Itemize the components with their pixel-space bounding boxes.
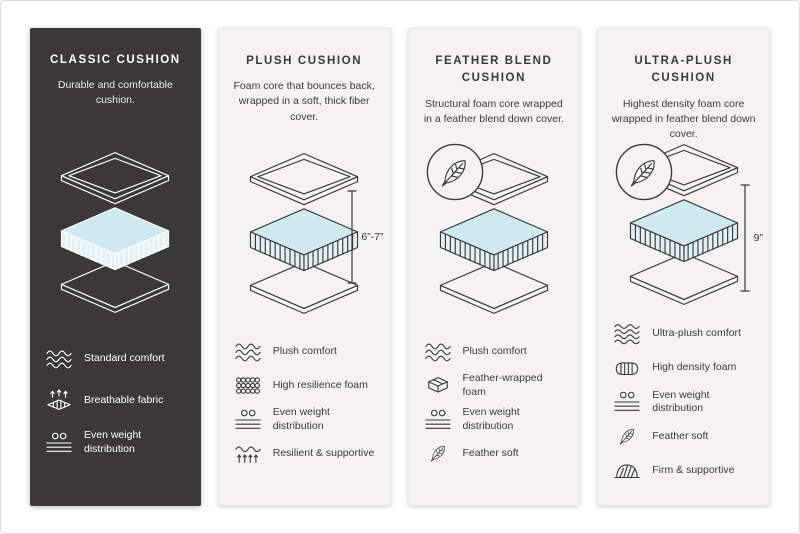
even-weight-distribution-icon <box>424 409 451 429</box>
card-feather-blend-cushion: FEATHER BLEND CUSHION Structural foam co… <box>407 28 581 506</box>
feather-icon <box>430 445 445 462</box>
card-description: Structural foam core wrapped in a feathe… <box>423 97 564 125</box>
card-ultra-plush-cushion: ULTRA-PLUSH CUSHION Highest density foam… <box>597 28 770 506</box>
feature-row: Feather-wrapped foam <box>422 372 567 399</box>
feature-row: Even weight distribution <box>611 389 756 416</box>
cushion-illustration: 9” <box>611 141 763 308</box>
feature-label: Standard comfort <box>84 351 165 364</box>
feature-label: High resilience foam <box>272 378 368 391</box>
feature-label: Even weight distribution <box>84 429 142 455</box>
feature-label: Resilient & supportive <box>272 446 375 459</box>
feature-row: Plush comfort <box>422 338 567 365</box>
card-header: FEATHER BLEND CUSHION Structural foam co… <box>422 53 567 141</box>
feature-label: Breathable fabric <box>84 393 164 406</box>
dimension-label: 6”-7” <box>361 231 384 243</box>
card-title: PLUSH CUSHION <box>246 55 363 67</box>
feature-label: Plush comfort <box>462 344 527 357</box>
card-title: FEATHER BLEND CUSHION <box>435 55 553 85</box>
feather-icon <box>619 428 635 445</box>
feature-list: Ultra-plush comfort High density foam Ev… <box>611 314 756 491</box>
card-classic-cushion: CLASSIC CUSHION Durable and comfortable … <box>30 28 201 506</box>
feature-label: Feather-wrapped foam <box>462 372 543 398</box>
waves-icon <box>424 343 451 361</box>
card-header: ULTRA-PLUSH CUSHION Highest density foam… <box>611 53 756 141</box>
card-description: Foam core that bounces back, wrapped in … <box>233 80 375 123</box>
feature-row: Even weight distribution <box>422 406 567 433</box>
feature-label: Firm & supportive <box>652 463 735 476</box>
feature-label: Ultra-plush comfort <box>652 327 741 340</box>
ultra-waves-icon <box>614 324 640 345</box>
cushion-illustration <box>43 140 188 324</box>
card-title: ULTRA-PLUSH CUSHION <box>634 55 733 85</box>
feature-label: Plush comfort <box>272 344 337 357</box>
resilient-supportive-icon <box>235 446 261 463</box>
card-description: Highest density foam core wrapped in fea… <box>611 97 756 140</box>
card-description: Durable and comfortable cushion. <box>57 79 173 107</box>
feather-detail-badge <box>426 143 483 201</box>
feature-row: Even weight distribution <box>232 406 377 433</box>
feature-label: Feather soft <box>462 447 519 460</box>
feature-row: Plush comfort <box>232 338 377 365</box>
card-header: PLUSH CUSHION Foam core that bounces bac… <box>232 53 377 141</box>
feature-row: Feather soft <box>611 423 756 450</box>
feature-row: Resilient & supportive <box>232 440 377 467</box>
feature-label: Even weight distribution <box>272 406 330 432</box>
height-dimension: 9” <box>739 183 763 293</box>
layered-cushion-illustration <box>61 151 170 313</box>
high-density-foam-icon <box>616 362 639 376</box>
card-plush-cushion: PLUSH CUSHION Foam core that bounces bac… <box>217 28 391 506</box>
feature-list: Plush comfort Feather-wrapped foam Even … <box>422 331 567 475</box>
feature-row: Feather soft <box>422 441 567 468</box>
feature-label: Even weight distribution <box>462 406 520 432</box>
layered-cushion-illustration <box>439 152 548 314</box>
feature-row: High density foam <box>611 355 756 382</box>
feature-row: Firm & supportive <box>611 457 756 484</box>
feature-row: Even weight distribution <box>43 429 188 456</box>
feature-row: Ultra-plush comfort <box>611 321 756 348</box>
layered-cushion-illustration <box>250 152 359 314</box>
feature-list: Plush comfort High resilience foam Even … <box>232 331 377 474</box>
cushion-illustration <box>422 141 567 325</box>
feature-row: Standard comfort <box>43 345 188 372</box>
feature-label: Even weight distribution <box>652 388 710 415</box>
feather-detail-badge <box>615 143 673 201</box>
waves-icon <box>235 343 261 361</box>
waves-icon <box>46 350 72 368</box>
feature-row: High resilience foam <box>232 372 377 399</box>
card-header: CLASSIC CUSHION Durable and comfortable … <box>43 52 188 140</box>
high-resilience-foam-icon <box>235 376 260 394</box>
even-weight-distribution-icon <box>235 409 261 429</box>
breathable-fabric-icon <box>47 388 71 410</box>
feature-label: High density foam <box>652 361 737 374</box>
even-weight-distribution-icon <box>614 392 640 412</box>
card-title: CLASSIC CUSHION <box>50 54 181 66</box>
height-dimension: 6”-7” <box>346 189 384 285</box>
feather-wrapped-foam-icon <box>427 376 448 393</box>
dimension-label: 9” <box>753 232 763 244</box>
dimension-line <box>347 190 357 284</box>
feature-row: Breathable fabric <box>43 387 188 414</box>
even-weight-distribution-icon <box>46 432 72 452</box>
feature-label: Feather soft <box>652 429 709 442</box>
feature-list: Standard comfort Breathable fabric Even … <box>43 330 188 471</box>
firm-supportive-icon <box>614 463 640 478</box>
cushion-illustration: 6”-7” <box>232 141 384 325</box>
dimension-line <box>740 184 750 292</box>
